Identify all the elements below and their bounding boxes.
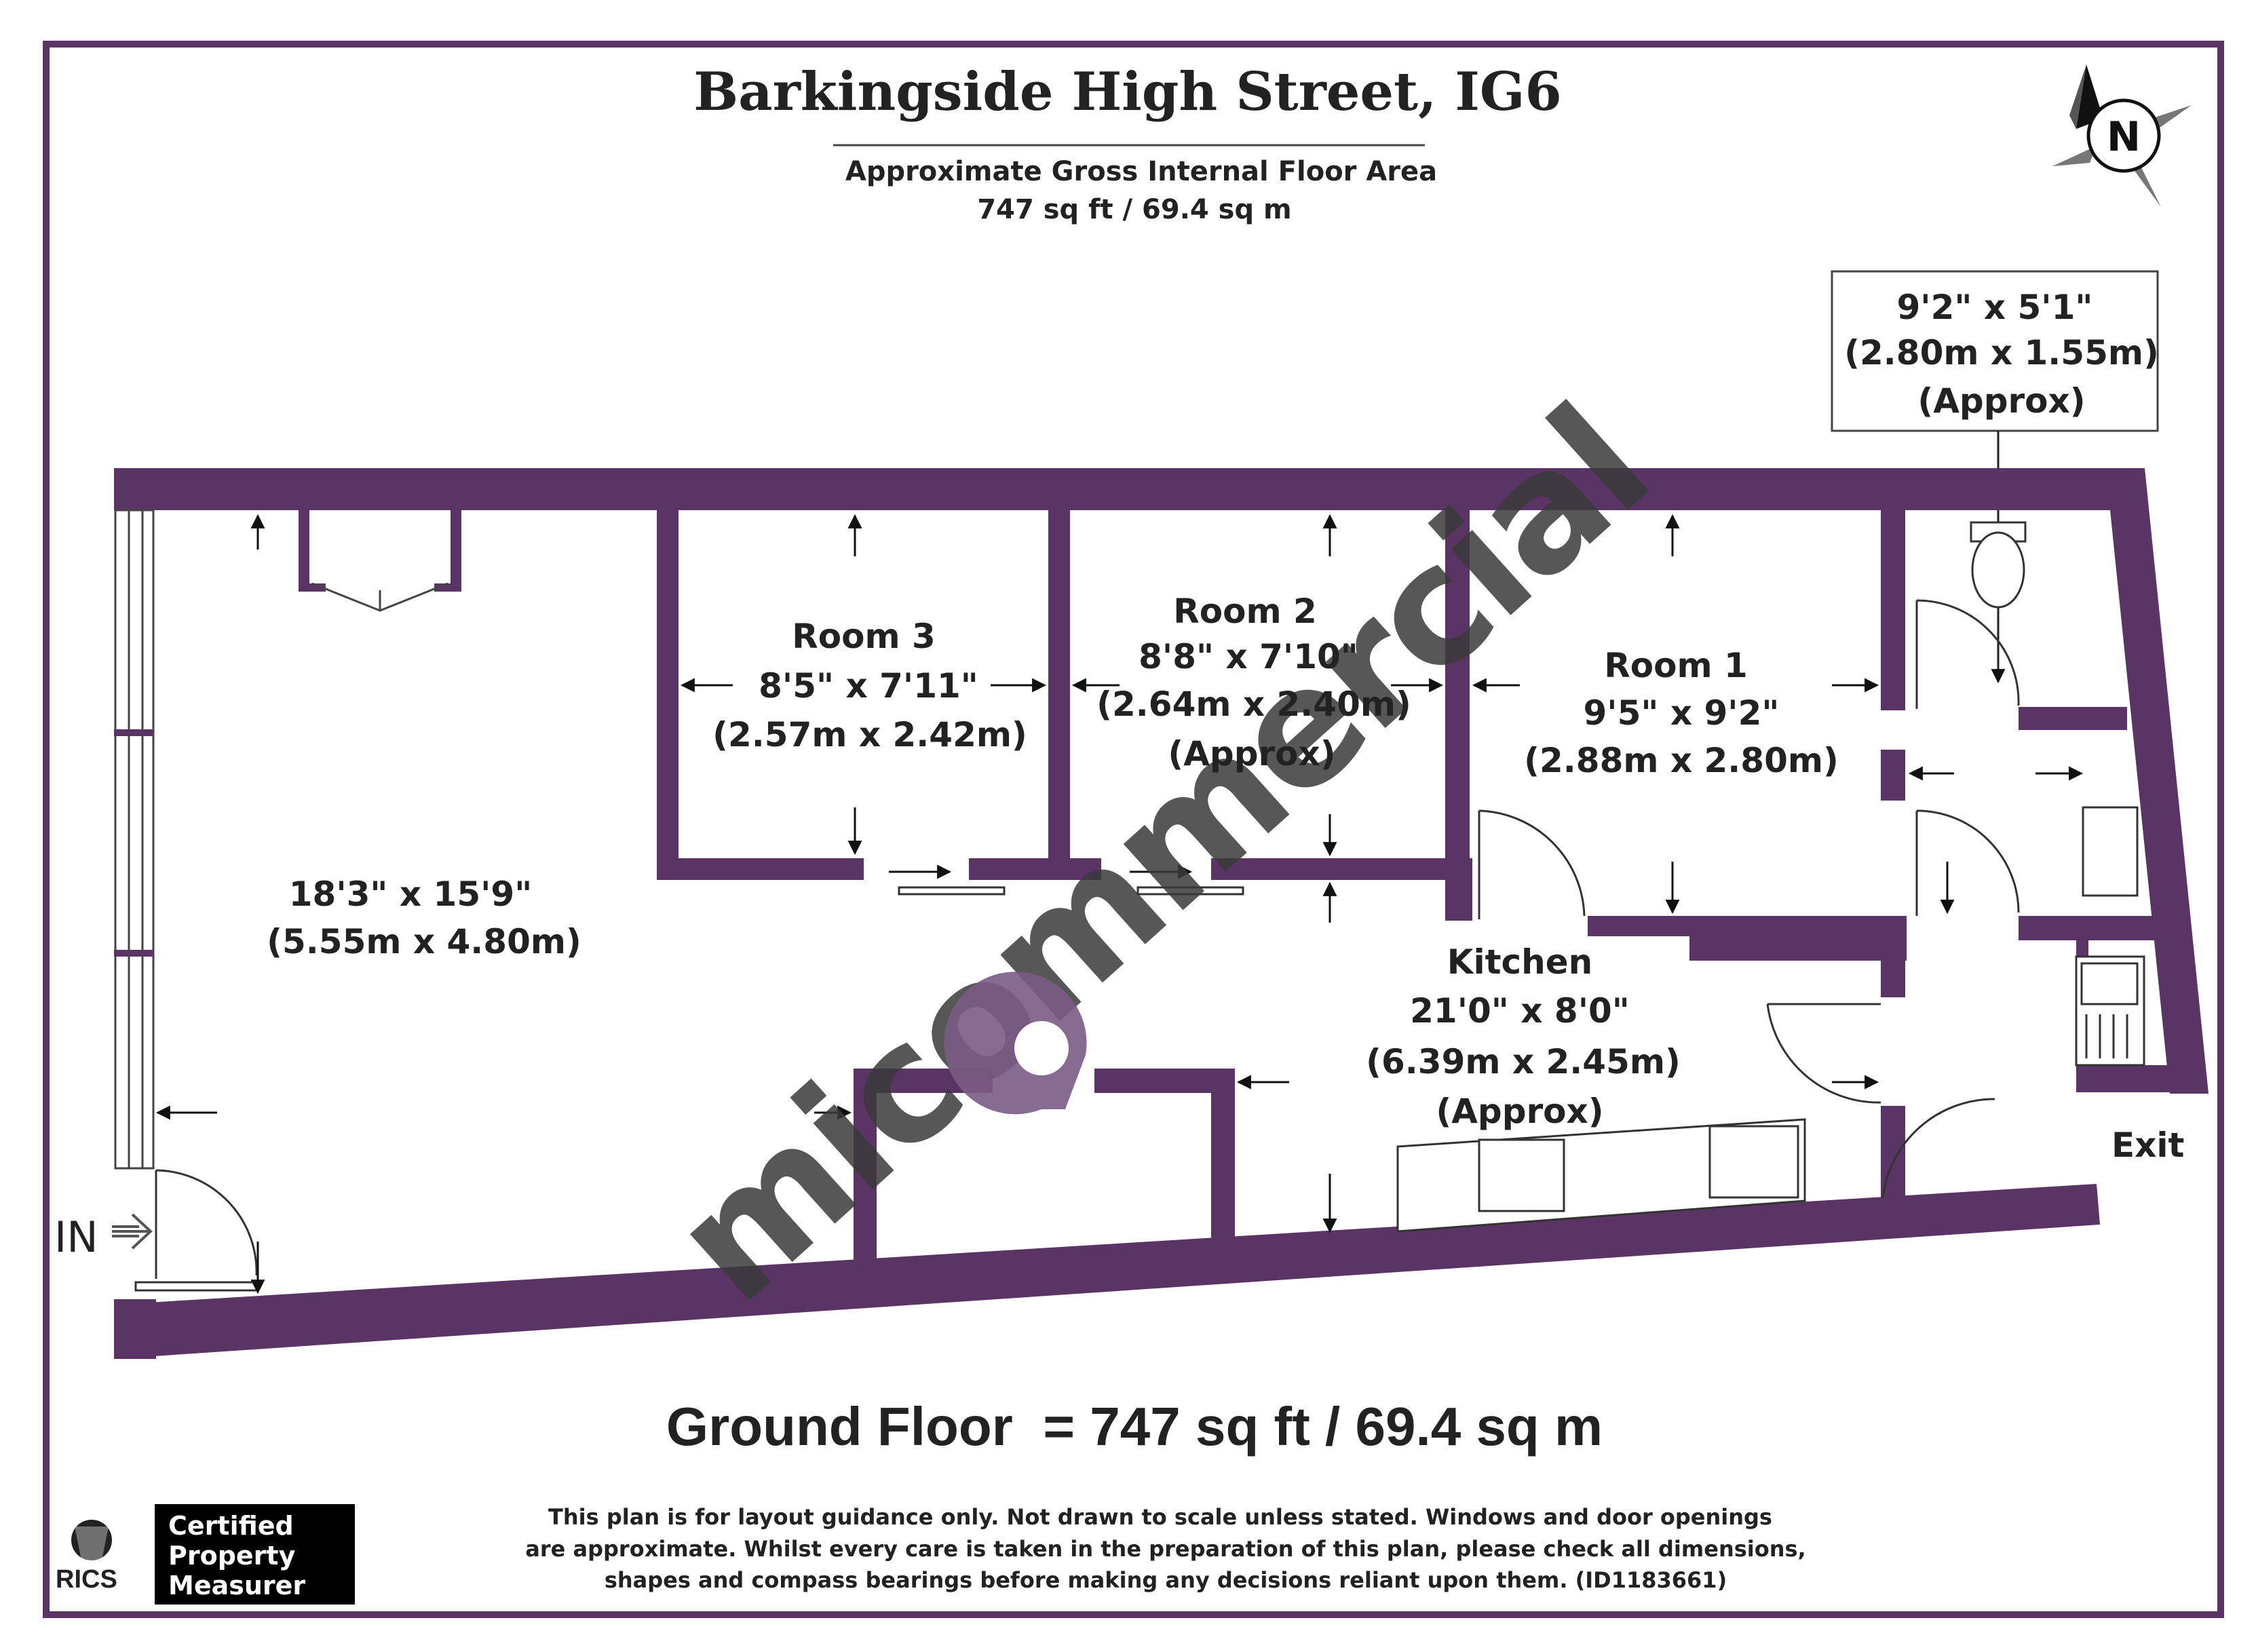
wall-room1-bottom-b	[1689, 936, 1907, 961]
dimension-arrows	[155, 514, 2084, 1294]
washbasin-icon	[2082, 806, 2139, 897]
room1-dim-imperial: 9'5" x 9'2"	[1584, 693, 1780, 733]
wall-kitchen-right	[1881, 936, 1905, 997]
plan-title: Barkingside High Street, IG6	[693, 61, 1562, 123]
wc-door-2	[1916, 809, 2020, 913]
room2-dim-metric: (2.64m x 2.40m)	[1096, 685, 1411, 724]
room1-door	[1478, 809, 1586, 917]
wall-room2-left	[1048, 510, 1070, 880]
area-value: 747 sq ft / 69.4 sq m	[977, 194, 1291, 225]
wall-room1-bottom	[1588, 916, 1907, 936]
disclaimer-line-3: shapes and compass bearings before makin…	[605, 1567, 1727, 1593]
kitchen-name: Kitchen	[1447, 942, 1593, 982]
certified-measurer-badge: Certified Property Measurer	[155, 1504, 355, 1605]
entrance-door	[155, 1169, 258, 1276]
wall-room3-bottom-a	[657, 858, 864, 880]
wc-door-1	[1916, 599, 2020, 706]
kitchen-dim-metric: (6.39m x 2.45m)	[1366, 1042, 1681, 1081]
watermark-pin-icon	[944, 972, 1087, 1115]
wall-lower-b-top	[1094, 1069, 1234, 1093]
wall-room2-bottom-a	[1048, 858, 1101, 880]
cert-line-3: Measurer	[168, 1571, 305, 1600]
cert-line-2: Property	[168, 1541, 296, 1571]
kitchen-door	[1766, 1003, 1881, 1104]
ground-floor-total: Ground Floor = 747 sq ft / 69.4 sq m	[666, 1396, 1603, 1457]
wc-dimension-box	[1831, 270, 2159, 432]
wc-note: (Approx)	[1917, 381, 2085, 421]
wall-right	[2102, 468, 2209, 1094]
room2-note: (Approx)	[1168, 734, 1335, 773]
entrance-label: IN	[54, 1212, 98, 1262]
walls	[114, 468, 2209, 1359]
main-room-dim-imperial: 18'3" x 15'9"	[289, 875, 533, 914]
wall-bottom	[114, 1184, 2100, 1359]
room2-dim-imperial: 8'8" x 7'10"	[1139, 637, 1358, 676]
area-label: Approximate Gross Internal Floor Area	[845, 156, 1437, 187]
fixtures	[1396, 521, 2145, 1233]
kitchen-sink-1-icon	[1478, 1138, 1565, 1212]
exit-door	[1881, 1098, 1995, 1198]
disclaimer-line-2: are approximate. Whilst every care is ta…	[525, 1536, 1805, 1562]
rics-lion-icon	[71, 1520, 112, 1560]
doors	[134, 599, 2020, 1292]
rics-logo: RICS	[56, 1520, 117, 1594]
room3-dim-imperial: 8'5" x 7'11"	[759, 666, 978, 706]
wall-bottom-left-stub	[114, 1299, 156, 1359]
wall-wc-shelf-1	[2019, 707, 2127, 730]
room3-name: Room 3	[792, 617, 936, 656]
compass-north-label: N	[2107, 113, 2141, 161]
main-room-dim-metric: (5.55m x 4.80m)	[267, 922, 581, 961]
wall-room1-left	[1445, 510, 1470, 917]
wc-dim-imperial: 9'2" x 5'1"	[1897, 288, 2093, 327]
wall-room1-left-b	[1445, 858, 1472, 921]
room1-dim-metric: (2.88m x 2.80m)	[1524, 741, 1839, 780]
exit-label: Exit	[2111, 1126, 2184, 1165]
rics-text: RICS	[56, 1565, 117, 1594]
wall-room1-right-b	[1881, 750, 1905, 801]
wall-room2-bottom-b	[1211, 858, 1472, 880]
kitchen-note: (Approx)	[1436, 1092, 1603, 1131]
kitchen-sink-2-icon	[1708, 1125, 1799, 1199]
toilet-bowl-icon	[1971, 531, 2025, 609]
wall-left-top	[114, 468, 128, 509]
kitchen-dim-imperial: 21'0" x 8'0"	[1410, 991, 1630, 1031]
wall-lower-a-side	[854, 1069, 877, 1272]
wall-room1-right	[1881, 510, 1905, 710]
room2-name: Room 2	[1173, 592, 1317, 631]
cert-line-1: Certified	[168, 1511, 294, 1541]
wc-dim-metric: (2.80m x 1.55m)	[1844, 333, 2159, 372]
disclaimer-line-1: This plan is for layout guidance only. N…	[548, 1504, 1772, 1530]
wall-lower-b-side	[1211, 1069, 1235, 1245]
room1-name: Room 1	[1604, 646, 1748, 685]
bay-feature	[299, 510, 461, 612]
compass-icon: N	[2052, 64, 2192, 207]
entrance-arrow-icon	[112, 1213, 153, 1250]
wall-wc-shelf-3	[2076, 1065, 2178, 1092]
wall-top	[114, 468, 2145, 510]
window-left	[114, 509, 155, 1170]
room3-dim-metric: (2.57m x 2.42m)	[712, 715, 1027, 754]
wall-room3-left	[657, 510, 678, 880]
page-frame	[43, 41, 2224, 1618]
